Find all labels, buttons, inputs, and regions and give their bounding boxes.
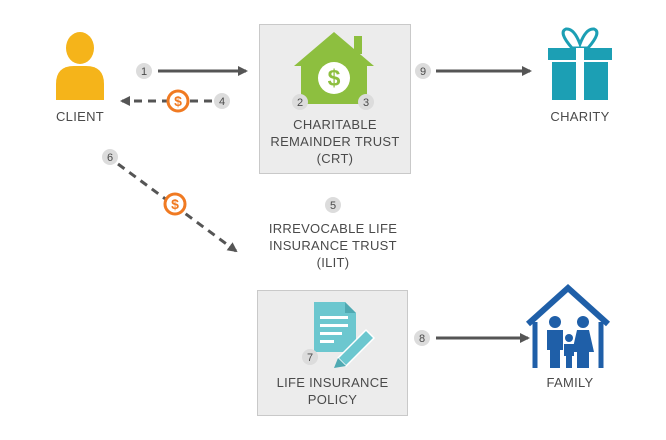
step-badge-3: 3 [358, 94, 374, 110]
charity-label: CHARITY [550, 109, 610, 124]
step-badge-2: 2 [292, 94, 308, 110]
svg-text:6: 6 [107, 152, 113, 164]
step-badge-8: 8 [414, 330, 430, 346]
house-dollar-icon: $ [294, 32, 374, 104]
client-label: CLIENT [55, 109, 105, 124]
step-badge-5: 5 [325, 197, 341, 213]
policy-label: LIFE INSURANCE POLICY [276, 375, 389, 407]
svg-text:$: $ [328, 65, 341, 91]
svg-text:$: $ [171, 196, 179, 212]
svg-text:3: 3 [363, 97, 369, 109]
step-badge-1: 1 [136, 63, 152, 79]
svg-text:2: 2 [297, 97, 303, 109]
svg-text:8: 8 [419, 333, 425, 345]
dollar-coin-icon: $ [166, 89, 190, 113]
svg-text:9: 9 [420, 66, 426, 78]
dollar-coin-icon: $ [163, 192, 187, 216]
family-label: FAMILY [546, 375, 594, 390]
gift-icon [548, 27, 612, 100]
step-badge-9: 9 [415, 63, 431, 79]
crt-label: CHARITABLE REMAINDER TRUST (CRT) [270, 117, 400, 166]
svg-text:1: 1 [141, 66, 147, 78]
step-badge-6: 6 [102, 149, 118, 165]
document-pen-icon [314, 302, 376, 368]
family-house-icon [525, 283, 611, 368]
svg-text:4: 4 [219, 96, 225, 108]
svg-text:5: 5 [330, 200, 336, 212]
step-badge-7: 7 [302, 349, 318, 365]
svg-text:7: 7 [307, 352, 313, 364]
ilit-label: IRREVOCABLE LIFE INSURANCE TRUST (ILIT) [268, 221, 398, 270]
step-badge-4: 4 [214, 93, 230, 109]
person-icon [56, 32, 104, 100]
svg-text:$: $ [174, 93, 182, 109]
